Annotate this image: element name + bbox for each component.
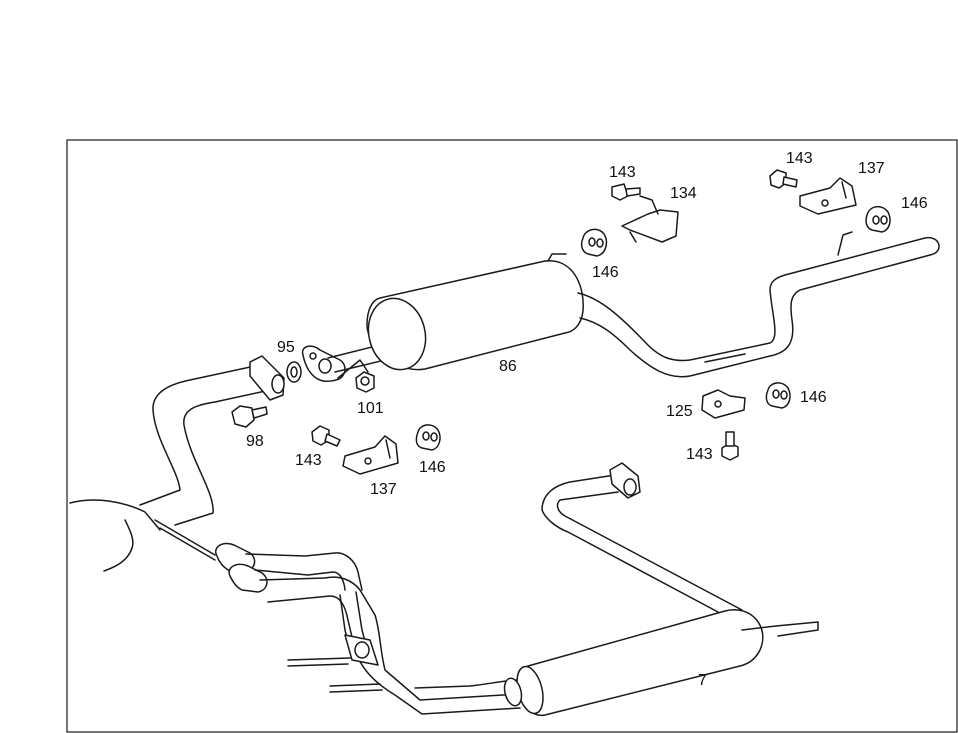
- nut-101: [355, 371, 375, 393]
- bracket-134: [621, 195, 679, 243]
- label-137-upper: 137: [858, 160, 885, 177]
- label-98: 98: [246, 433, 264, 450]
- bolt-143-top-center: [611, 183, 641, 201]
- bolt-143-middle-left: [311, 425, 341, 447]
- label-137-middle: 137: [370, 481, 397, 498]
- bracket-137-middle: [342, 435, 399, 475]
- dual-front-pipes: [215, 542, 521, 715]
- bracket-125: [701, 389, 746, 419]
- label-125: 125: [666, 403, 693, 420]
- rear-tail-pipe: [541, 462, 743, 613]
- label-143-middle-left: 143: [295, 452, 322, 469]
- front-pipe: [139, 355, 285, 526]
- rubber-mount-146-top-center: [580, 228, 608, 257]
- bracket-137-upper: [799, 177, 857, 215]
- label-146-middle-left: 146: [419, 459, 446, 476]
- label-134: 134: [670, 185, 697, 202]
- label-143-lower-right: 143: [686, 446, 713, 463]
- label-146-right: 146: [800, 389, 827, 406]
- gasket-95: [286, 361, 302, 383]
- rubber-mount-146-upper-right: [865, 206, 891, 233]
- engine-connection-stub: [69, 499, 216, 572]
- rubber-mount-146-right: [765, 382, 791, 409]
- bolt-98: [231, 405, 268, 428]
- rubber-mount-146-middle-left: [415, 424, 441, 451]
- part-labels: 86 7 95 98 101 125 134 137 137 143 143 1…: [246, 150, 928, 689]
- label-95: 95: [277, 339, 295, 356]
- label-101: 101: [357, 400, 384, 417]
- label-7: 7: [698, 672, 707, 689]
- center-muffler-86: [366, 253, 584, 371]
- label-143-top-center: 143: [609, 164, 636, 181]
- rear-muffler-7: [503, 609, 819, 716]
- label-146-upper-right: 146: [901, 195, 928, 212]
- bolt-143-upper-right: [769, 169, 798, 189]
- bolt-143-lower-right: [721, 431, 739, 461]
- rear-pipe-right: [577, 231, 940, 378]
- label-86: 86: [499, 358, 517, 375]
- diagram-frame: [66, 139, 958, 733]
- label-146-top-center: 146: [592, 264, 619, 281]
- label-143-upper-right: 143: [786, 150, 813, 167]
